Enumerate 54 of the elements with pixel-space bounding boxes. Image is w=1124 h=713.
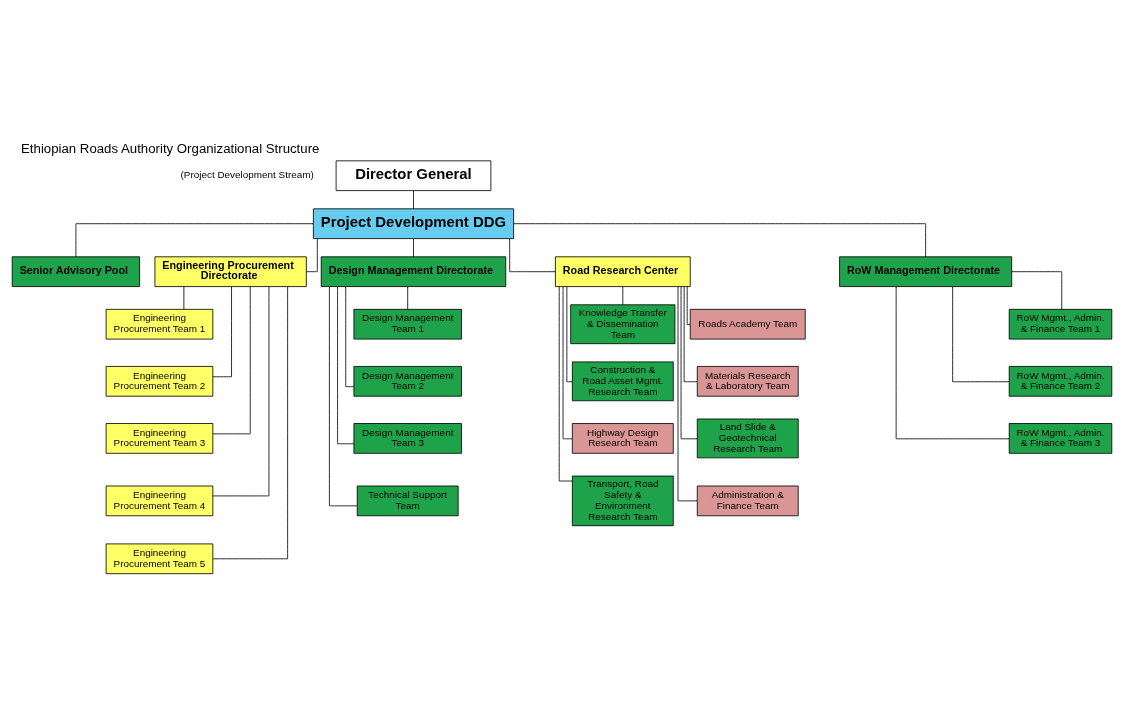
connector bbox=[212, 286, 289, 560]
node-box: Highway Design Research Team bbox=[571, 423, 674, 454]
node-box: Materials Research & Laboratory Team bbox=[696, 366, 799, 397]
node-box: Administration & Finance Team bbox=[696, 485, 799, 517]
node-box: Project Development DDG bbox=[312, 208, 514, 239]
node-box: Engineering Procurement Team 3 bbox=[105, 423, 214, 454]
node-box: Design Management Directorate bbox=[320, 256, 507, 287]
connector bbox=[212, 286, 251, 435]
connector bbox=[337, 286, 355, 445]
connector bbox=[345, 286, 355, 388]
node-box: Director General bbox=[335, 160, 492, 192]
node-box: Engineering Procurement Team 1 bbox=[105, 308, 214, 340]
connector bbox=[413, 190, 414, 210]
connector bbox=[407, 286, 409, 310]
node-box: Engineering Procurement Team 4 bbox=[105, 485, 214, 517]
node-box: RoW Mgmt., Admin. & Finance Team 2 bbox=[1008, 366, 1113, 397]
connector bbox=[306, 238, 318, 273]
connector bbox=[329, 286, 358, 507]
node-box: Transport, Road Safety & Environment Research Team bbox=[571, 475, 674, 527]
diagram-title: Ethiopian Roads Authority Organizational Structure bbox=[21, 141, 320, 157]
connector bbox=[562, 286, 573, 440]
node-box: Engineering Procurement Team 5 bbox=[105, 543, 214, 575]
node-box: Construction & Road Asset Mgmt. Research Team bbox=[571, 361, 674, 402]
node-box: RoW Mgmt., Admin. & Finance Team 1 bbox=[1008, 308, 1113, 340]
node-box: Knowledge Transfer & Dissemination Team bbox=[570, 304, 676, 345]
label: (Project Development Stream) bbox=[180, 169, 314, 181]
connector bbox=[513, 223, 927, 258]
connector bbox=[683, 286, 698, 383]
node-box: Senior Advisory Pool bbox=[11, 256, 141, 287]
connector bbox=[677, 286, 698, 502]
connector bbox=[622, 286, 624, 305]
node-box: RoW Mgmt., Admin. & Finance Team 3 bbox=[1008, 423, 1113, 454]
connector bbox=[566, 286, 573, 383]
connector bbox=[212, 286, 232, 378]
connector bbox=[183, 286, 185, 310]
connector bbox=[75, 223, 314, 258]
connector bbox=[509, 238, 556, 273]
node-box: Engineering Procurement Directorate bbox=[154, 256, 307, 287]
connector bbox=[212, 286, 270, 497]
node-box: Road Research Center bbox=[554, 256, 691, 287]
node-box: Design Management Team 1 bbox=[353, 308, 462, 340]
connector bbox=[1011, 271, 1063, 310]
connector bbox=[680, 286, 698, 440]
node-box: Roads Academy Team bbox=[689, 308, 806, 340]
node-box: Design Management Team 2 bbox=[353, 366, 462, 397]
connector bbox=[686, 286, 691, 326]
node-box: Land Slide & Geotechnical Research Team bbox=[696, 418, 799, 459]
connector bbox=[952, 286, 1010, 383]
node-box: Engineering Procurement Team 2 bbox=[105, 366, 214, 397]
connector bbox=[895, 286, 1010, 440]
connector bbox=[413, 238, 414, 258]
node-box: RoW Management Directorate bbox=[839, 256, 1013, 287]
node-box: Technical Support Team bbox=[356, 485, 459, 517]
node-box: Design Management Team 3 bbox=[353, 423, 462, 454]
